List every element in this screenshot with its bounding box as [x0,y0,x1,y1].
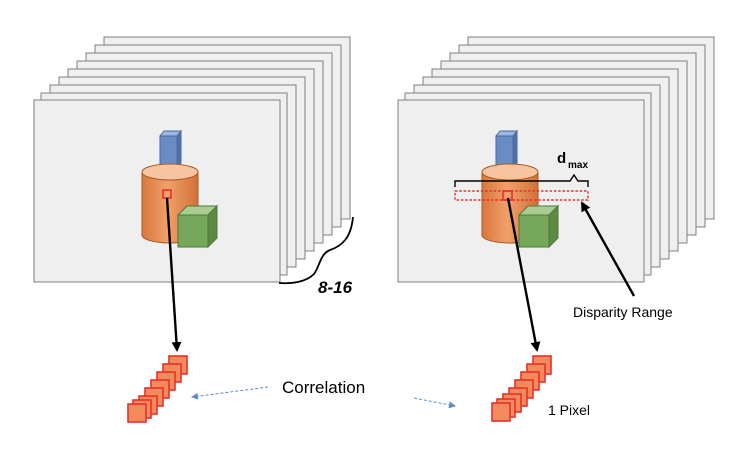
right-patch [491,402,511,422]
left-patch-stack [127,355,188,423]
left-pixel-arrow [165,197,182,352]
left-cylinder-top [141,163,199,181]
dmax-label: d [557,150,567,167]
frame-count-brace [278,216,354,285]
right-pixel-arrow [506,197,541,352]
left-blue-cube-side [176,129,182,170]
right-green-cube-side [548,204,559,249]
dmax-subscript: max [568,160,589,171]
disparity-search-band [454,190,589,201]
dmax-bracket [454,173,589,187]
correlation-arrow-right [413,397,456,409]
left-green-cube-front [177,214,209,248]
right-blue-cube-front [495,135,514,169]
left-frame-stack [33,36,351,283]
left-scene [141,129,219,249]
left-green-cube-side [207,204,218,249]
right-frame-stack [397,36,715,283]
right-green-cube-front [518,214,550,248]
disparity-range-arrow [580,201,636,297]
one-pixel-label: 1 Pixel [548,402,591,418]
correlation-arrow-left [191,386,269,400]
right-cylinder-top [481,163,539,181]
left-patch [127,403,147,423]
frame-count-label: 8-16 [318,278,353,297]
correlation-label: Correlation [282,378,366,397]
right-patch-stack [491,355,552,422]
right-blue-cube-side [512,129,518,170]
left-blue-cube-front [159,135,178,169]
disparity-range-label: Disparity Range [573,304,673,320]
